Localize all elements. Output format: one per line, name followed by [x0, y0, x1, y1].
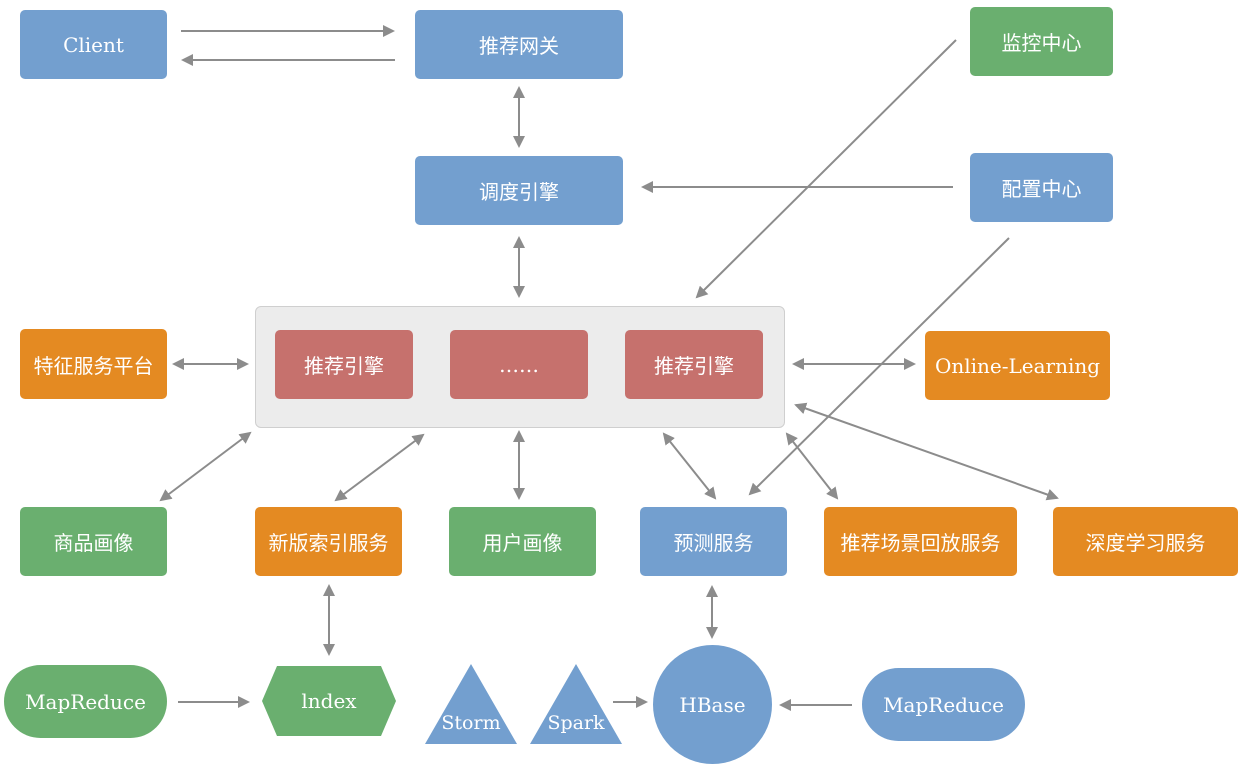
arrow-engines-index-service [334, 433, 425, 502]
arrow-engines-prediction [662, 432, 717, 500]
index-hexagon [262, 666, 396, 736]
user-profile-node: 用户画像 [449, 507, 596, 576]
prediction-service-node: 预测服务 [640, 507, 787, 576]
mapreduce-left-node: MapReduce [4, 665, 167, 738]
feature-platform-node: 特征服务平台 [20, 329, 167, 399]
arrow-engines-deep-learning [794, 402, 1059, 501]
online-learning-node: Online-Learning [925, 331, 1110, 400]
client-node: Client [20, 10, 167, 79]
deep-learning-service-node: 深度学习服务 [1053, 507, 1238, 576]
storm-triangle [425, 664, 517, 744]
mapreduce-right-node: MapReduce [862, 668, 1025, 741]
recommendation-engine-1: 推荐引擎 [275, 330, 413, 399]
arrow-monitor-to-engines [695, 39, 957, 299]
scheduler-node: 调度引擎 [415, 156, 623, 225]
arrow-engines-item-profile [159, 431, 252, 502]
scene-replay-service-node: 推荐场景回放服务 [824, 507, 1017, 576]
spark-triangle [530, 664, 622, 744]
arrow-engines-replay [785, 432, 839, 500]
recommendation-engine-ellipsis: …… [450, 330, 588, 399]
storm-label: Storm [441, 712, 501, 734]
recommendation-engine-2: 推荐引擎 [625, 330, 763, 399]
spark-label: Spark [547, 712, 605, 734]
gateway-node: 推荐网关 [415, 10, 623, 79]
config-center-node: 配置中心 [970, 153, 1113, 222]
index-label: lndex [301, 689, 357, 713]
index-service-node: 新版索引服务 [255, 507, 402, 576]
monitor-center-node: 监控中心 [970, 7, 1113, 76]
hbase-node: HBase [653, 645, 772, 764]
item-profile-node: 商品画像 [20, 507, 167, 576]
